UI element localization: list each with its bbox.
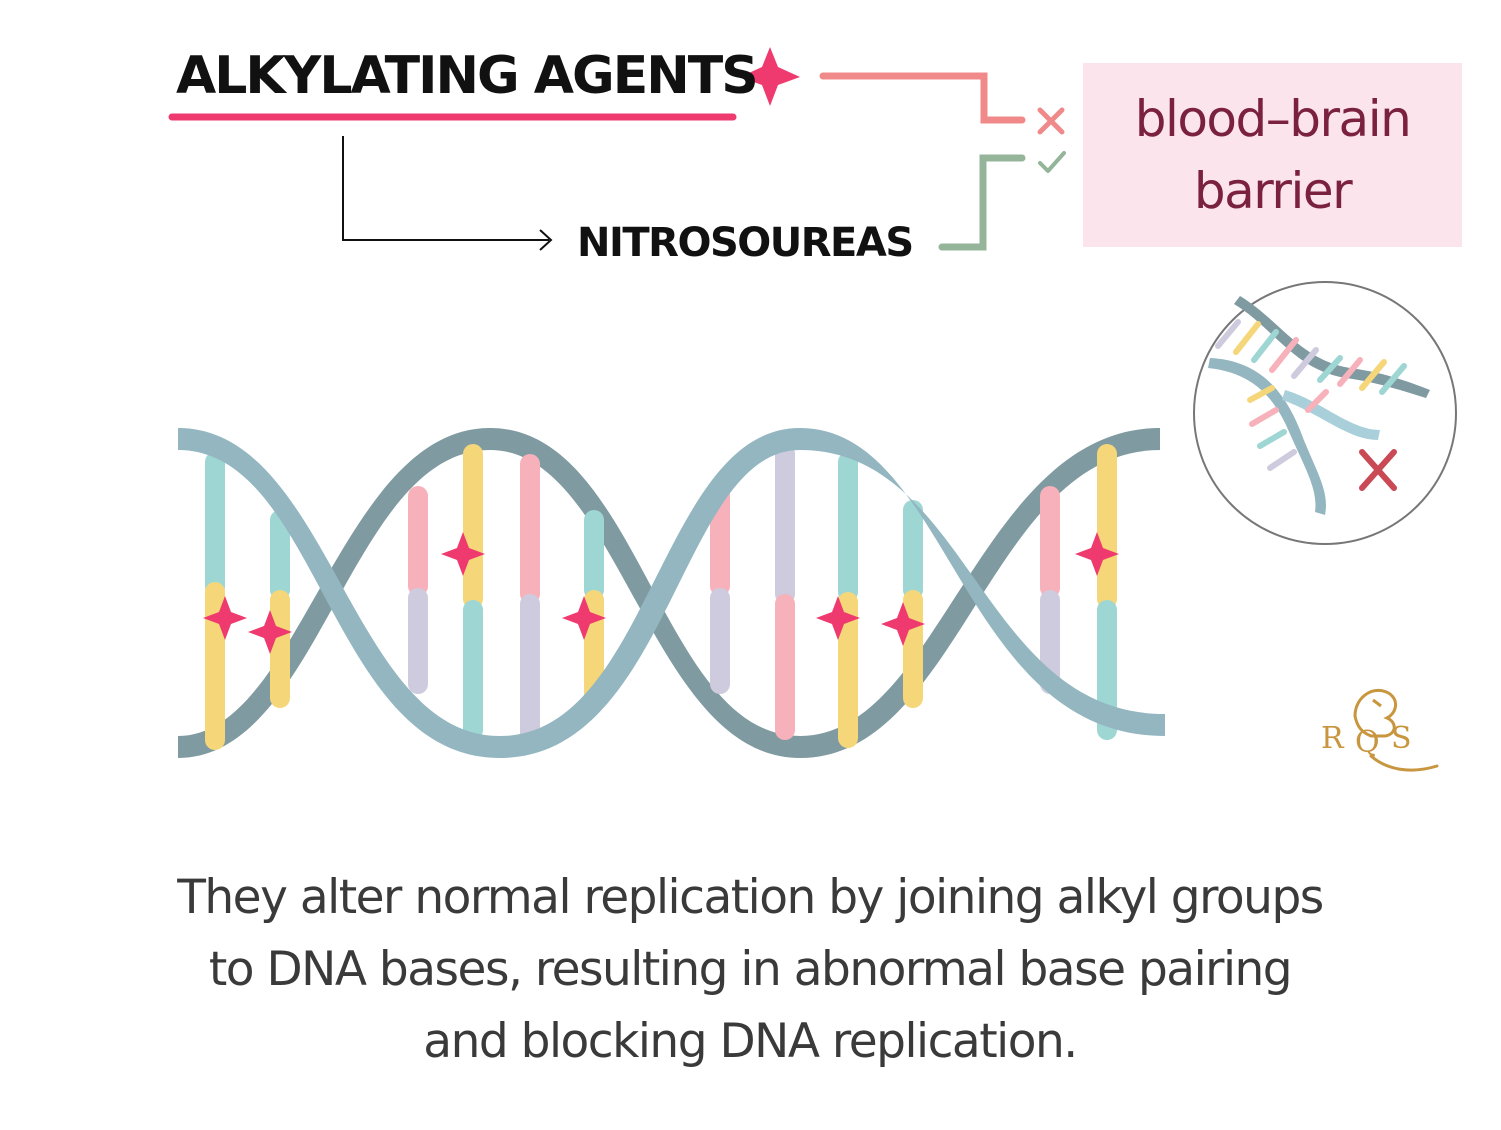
dna-front-strand bbox=[178, 428, 1165, 758]
broken-dna-circle bbox=[1193, 281, 1457, 545]
description-caption: They alter normal replication by joining… bbox=[90, 862, 1410, 1078]
blood-brain-barrier-box: blood–brain barrier bbox=[1083, 63, 1462, 247]
caption-line-1: They alter normal replication by joining… bbox=[177, 870, 1324, 925]
caption-line-2: to DNA bases, resulting in abnormal base… bbox=[208, 942, 1293, 997]
broken-dna-fragment bbox=[1208, 296, 1430, 515]
logo-swoosh bbox=[1369, 754, 1439, 772]
cross-icon bbox=[1037, 107, 1065, 135]
logo-letter-r: R bbox=[1321, 721, 1345, 756]
alkylation-marker-icons bbox=[203, 532, 1119, 654]
branch-arrow-line bbox=[342, 136, 549, 241]
broken-cross-icon bbox=[1359, 449, 1397, 491]
base-pairs bbox=[205, 444, 1117, 750]
heading-star-icon bbox=[740, 47, 800, 106]
alkylating-agents-heading: ALKYLATING AGENTS bbox=[176, 46, 759, 106]
logo-letter-q: Q bbox=[1355, 725, 1380, 760]
bbb-line-2: barrier bbox=[1193, 162, 1353, 220]
arrow-head-icon bbox=[539, 229, 553, 251]
rqs-logo: R Q S bbox=[1321, 688, 1439, 772]
caption-line-3: and blocking DNA replication. bbox=[423, 1014, 1078, 1069]
nitrosoureas-label: NITROSOUREAS bbox=[577, 220, 914, 266]
check-icon bbox=[1038, 151, 1066, 173]
bbb-line-1: blood–brain bbox=[1134, 90, 1412, 148]
logo-letter-s: S bbox=[1391, 721, 1412, 756]
blocked-connector-line bbox=[819, 72, 1026, 124]
passes-connector-line bbox=[938, 154, 1026, 251]
lion-emblem-icon bbox=[1353, 688, 1398, 738]
